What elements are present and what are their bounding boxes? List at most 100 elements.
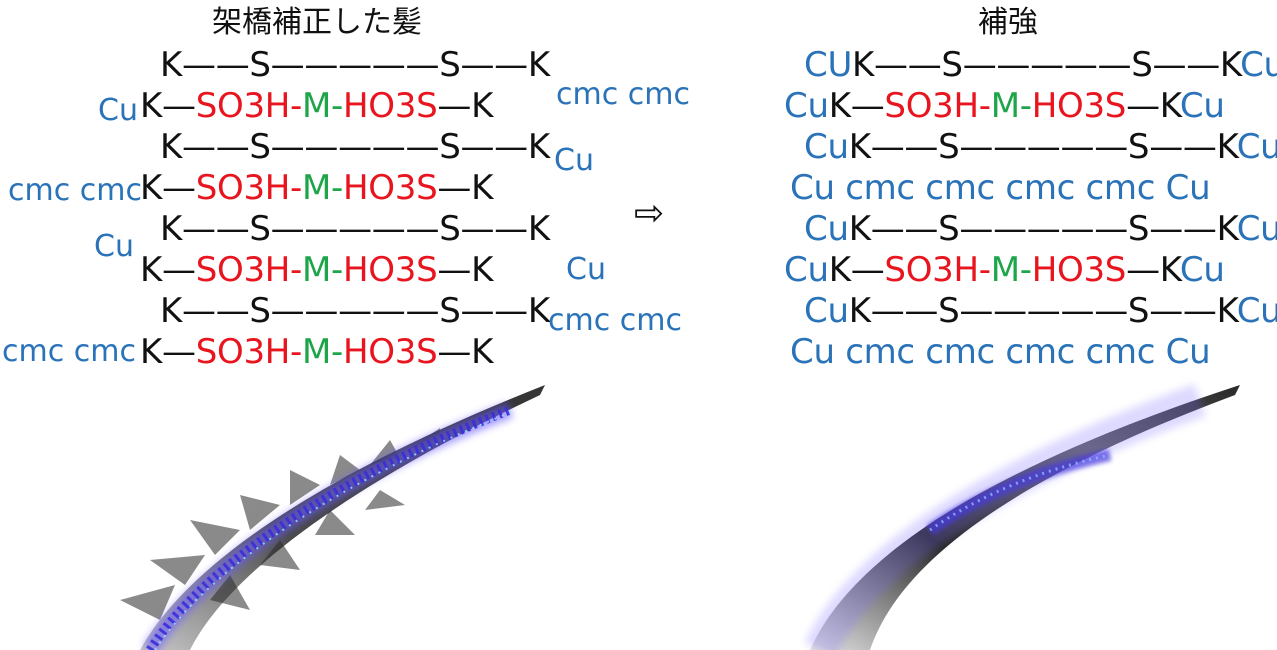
cu-suffix: Cu (1240, 45, 1277, 85)
bond-middle: ——— (1026, 127, 1128, 167)
bond-middle: ——— (1026, 209, 1128, 249)
cu-suffix: Cu (1179, 86, 1225, 126)
keratin-right: —K (1126, 86, 1180, 126)
sulfonate-left: SO3H- (195, 86, 303, 126)
keratin-right: K (527, 209, 550, 249)
cu-suffix: Cu (1236, 291, 1277, 331)
right-title: 補強 (978, 5, 1038, 40)
side-label: cmc cmc (548, 303, 682, 338)
cu-prefix: CU (804, 45, 853, 85)
keratin-right: K (527, 291, 550, 331)
sulfur-right: S—— (1127, 209, 1217, 249)
disulfide-row: K——S—————S——K (160, 48, 550, 82)
keratin-left: K— (140, 86, 196, 126)
bond-middle: ——— (338, 45, 440, 85)
keratin-right: K (1216, 209, 1237, 249)
sulfonate-left: SO3H- (195, 250, 303, 290)
disulfide-row: K——S—————S——K (160, 294, 550, 328)
keratin-right: K (1219, 45, 1241, 85)
keratin-right: —K (437, 250, 494, 290)
metal-link: M- (302, 86, 344, 126)
disulfide-row: K——S—————S——K (160, 212, 550, 246)
keratin-right: K (527, 127, 550, 167)
keratin-right: —K (1126, 250, 1180, 290)
keratin-left: K (160, 45, 182, 85)
side-label: Cu (94, 229, 134, 264)
cu-prefix: Cu (804, 291, 849, 331)
crosslink-row: K—SO3H-M-HO3S—K (140, 171, 493, 205)
damaged-hair-strand (120, 385, 545, 650)
sulfonate-right: HO3S (1031, 86, 1127, 126)
sulfur-left: ——S—— (182, 209, 339, 249)
keratin-left: K (160, 291, 182, 331)
cmc-layer-row: Cu cmc cmc cmc cmc Cu (790, 168, 1211, 208)
cu-prefix: Cu (784, 86, 829, 126)
side-label: Cu (566, 252, 606, 287)
bond-middle: ——— (338, 209, 440, 249)
keratin-left: K (160, 127, 182, 167)
side-label: cmc cmc (556, 77, 690, 112)
keratin-left: K (848, 127, 871, 167)
sulfonate-left: SO3H- (884, 86, 991, 126)
sulfur-right: S—— (1127, 291, 1217, 331)
crosslink-row: K—SO3H-M-HO3S—K (140, 335, 493, 369)
transition-arrow: ⇨ (634, 193, 665, 234)
sulfur-left: ——S—— (182, 127, 339, 167)
disulfide-row: CuK——S—————S——KCu (804, 212, 1277, 246)
cu-suffix: Cu (1179, 250, 1225, 290)
crosslink-row: CuK—SO3H-M-HO3S—KCu (784, 253, 1225, 287)
cmc-layer-row: Cu cmc cmc cmc cmc Cu (790, 332, 1211, 372)
cu-prefix: Cu (804, 127, 849, 167)
keratin-right: K (1216, 127, 1237, 167)
reinforced-hair-strand (804, 384, 1240, 650)
sulfonate-right: HO3S (343, 250, 438, 290)
keratin-right: —K (437, 86, 494, 126)
side-label: cmc cmc (2, 334, 136, 369)
sulfonate-right: HO3S (343, 86, 438, 126)
metal-link: M- (302, 168, 344, 208)
keratin-left: K— (828, 250, 885, 290)
cu-suffix: Cu (1236, 209, 1277, 249)
side-label: cmc cmc (8, 173, 142, 208)
keratin-left: K— (140, 168, 196, 208)
sulfonate-right: HO3S (343, 168, 438, 208)
cmc-layer-text: Cu cmc cmc cmc cmc Cu (790, 168, 1211, 208)
keratin-left: K (848, 209, 871, 249)
cmc-layer-text: Cu cmc cmc cmc cmc Cu (790, 332, 1211, 372)
sulfonate-right: HO3S (1031, 250, 1127, 290)
sulfur-left: ——S—— (870, 209, 1027, 249)
bond-middle: ——— (1030, 45, 1132, 85)
sulfonate-right: HO3S (343, 332, 438, 372)
sulfonate-left: SO3H- (195, 168, 303, 208)
crosslink-row: K—SO3H-M-HO3S—K (140, 89, 493, 123)
sulfur-right: S—— (439, 209, 528, 249)
disulfide-row: CuK——S—————S——KCu (804, 130, 1277, 164)
sulfur-left: ——S—— (874, 45, 1031, 85)
keratin-right: K (1216, 291, 1237, 331)
crosslink-row: K—SO3H-M-HO3S—K (140, 253, 493, 287)
sulfur-right: S—— (439, 127, 528, 167)
keratin-left: K— (140, 332, 196, 372)
disulfide-row: K——S—————S——K (160, 130, 550, 164)
sulfur-right: S—— (439, 45, 528, 85)
keratin-right: K (527, 45, 550, 85)
side-label: Cu (554, 143, 594, 178)
cu-prefix: Cu (804, 209, 849, 249)
sulfur-right: S—— (439, 291, 528, 331)
sulfur-left: ——S—— (870, 291, 1027, 331)
cu-suffix: Cu (1236, 127, 1277, 167)
sulfur-left: ——S—— (182, 291, 339, 331)
left-title: 架橋補正した髪 (212, 5, 422, 40)
keratin-left: K (160, 209, 182, 249)
sulfonate-left: SO3H- (884, 250, 991, 290)
sulfonate-left: SO3H- (195, 332, 303, 372)
sulfur-right: S—— (1127, 127, 1217, 167)
metal-link: M- (302, 250, 344, 290)
cu-prefix: Cu (784, 250, 829, 290)
keratin-left: K (852, 45, 875, 85)
keratin-right: —K (437, 332, 494, 372)
keratin-right: —K (437, 168, 494, 208)
keratin-left: K— (828, 86, 885, 126)
keratin-left: K— (140, 250, 196, 290)
sulfur-left: ——S—— (182, 45, 339, 85)
